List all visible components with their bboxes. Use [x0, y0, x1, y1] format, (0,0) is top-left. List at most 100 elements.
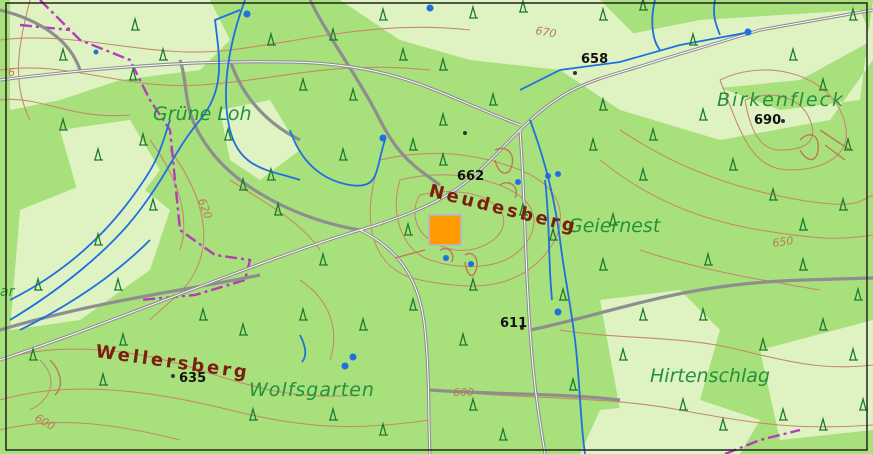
tree-symbol-icon: [819, 76, 828, 91]
tree-symbol-icon: [849, 6, 858, 21]
tree-symbol-icon: [639, 0, 648, 11]
tree-symbol-icon: [699, 306, 708, 321]
tree-symbol-icon: [619, 346, 628, 361]
tree-symbol-icon: [149, 196, 158, 211]
spot-height-dots: [171, 71, 785, 378]
tree-symbol-icon: [94, 146, 103, 161]
tree-symbol-icon: [274, 201, 283, 216]
tree-symbol-icon: [267, 31, 276, 46]
road-casing: [0, 9, 873, 454]
tree-symbol-icon: [704, 251, 713, 266]
tree-symbol-icon: [559, 286, 568, 301]
map-frame: [5, 2, 868, 451]
spot-height-611: 611: [500, 316, 527, 331]
tree-symbol-icon: [819, 316, 828, 331]
tree-symbol-icon: [649, 126, 658, 141]
tree-symbol-icon: [129, 66, 138, 81]
tree-symbol-icon: [94, 231, 103, 246]
contour-lines: [0, 0, 873, 441]
contour-label-600-west: 600: [33, 411, 58, 433]
tree-symbol-icon: [399, 46, 408, 61]
tree-symbol-icon: [409, 296, 418, 311]
place-label-grune-loh: Grüne Loh: [153, 103, 252, 125]
spot-height-635: 635: [179, 371, 206, 386]
tree-symbol-icon: [849, 346, 858, 361]
place-label-birkenfleck: Birkenfleck: [717, 89, 845, 111]
water-point-icons: [93, 4, 752, 370]
clearing-areas: [10, 0, 873, 454]
streams: [9, 0, 751, 454]
tree-symbol-icon: [759, 336, 768, 351]
tree-symbol-icon: [459, 331, 468, 346]
tree-symbol-icon: [379, 6, 388, 21]
tree-symbol-icon: [519, 201, 528, 216]
tree-symbol-icon: [769, 186, 778, 201]
tree-symbol-icon: [99, 371, 108, 386]
tree-symbol-icon: [239, 176, 248, 191]
tree-symbol-icon: [819, 416, 828, 431]
tree-symbol-icon: [29, 346, 38, 361]
tree-symbol-icon: [854, 286, 863, 301]
edge-fragment-label: 6: [8, 66, 15, 79]
tree-symbol-icon: [359, 316, 368, 331]
place-label-wolfsgarten: Wolfsgarten: [249, 379, 375, 401]
tree-symbol-icon: [139, 131, 148, 146]
tree-symbol-icon: [59, 116, 68, 131]
contour-label-620: 620: [195, 197, 214, 221]
tree-symbol-icon: [379, 421, 388, 436]
spot-height-662: 662: [457, 169, 484, 184]
tree-symbol-icon: [789, 46, 798, 61]
tree-symbol-icon: [339, 146, 348, 161]
tree-symbol-icon: [569, 376, 578, 391]
tree-symbol-icon: [689, 31, 698, 46]
tree-symbol-icon: [799, 256, 808, 271]
tree-symbol-icon: [409, 136, 418, 151]
tree-symbol-icon: [469, 276, 478, 291]
tree-symbol-icon: [599, 256, 608, 271]
terrain-features: [49, 129, 851, 396]
contour-label-650: 650: [772, 234, 795, 250]
tree-symbol-icon: [34, 276, 43, 291]
tree-symbol-icon: [131, 16, 140, 31]
tree-symbol-icon: [639, 166, 648, 181]
tree-symbol-icon: [267, 166, 276, 181]
contour-label-600-east: 600: [453, 386, 474, 399]
tree-symbol-icon: [519, 0, 528, 13]
location-marker-icon[interactable]: [428, 214, 462, 246]
tree-symbol-icon: [489, 91, 498, 106]
tree-symbol-icon: [404, 221, 413, 236]
tree-symbol-icon: [299, 306, 308, 321]
tree-symbol-icon: [729, 156, 738, 171]
tree-symbol-icons: [29, 0, 868, 441]
tree-symbol-icon: [679, 396, 688, 411]
tree-symbol-icon: [249, 406, 258, 421]
tree-symbol-icon: [349, 86, 358, 101]
spot-height-690: 690: [754, 113, 781, 128]
tree-symbol-icon: [299, 76, 308, 91]
tree-symbol-icon: [469, 4, 478, 19]
place-label-hirtenschlag: Hirtenschlag: [650, 365, 770, 387]
tree-symbol-icon: [609, 211, 618, 226]
tree-symbol-icon: [439, 56, 448, 71]
tree-symbol-icon: [119, 331, 128, 346]
tree-symbol-icon: [499, 426, 508, 441]
tree-symbol-icon: [844, 136, 853, 151]
tree-symbol-icon: [469, 396, 478, 411]
tree-symbol-icon: [839, 196, 848, 211]
tree-symbol-icon: [779, 406, 788, 421]
tree-symbol-icon: [719, 416, 728, 431]
tree-symbol-icon: [239, 321, 248, 336]
tree-symbol-icon: [114, 276, 123, 291]
spot-height-658: 658: [581, 52, 608, 67]
tree-symbol-icon: [799, 216, 808, 231]
tree-symbol-icon: [439, 151, 448, 166]
tree-symbol-icon: [599, 96, 608, 111]
tree-symbol-icon: [329, 26, 338, 41]
tree-symbol-icon: [224, 126, 233, 141]
place-label-geiernest: Geiernest: [568, 215, 662, 237]
tree-symbol-icon: [199, 306, 208, 321]
tree-symbol-icon: [589, 136, 598, 151]
tree-symbol-icon: [549, 226, 558, 241]
